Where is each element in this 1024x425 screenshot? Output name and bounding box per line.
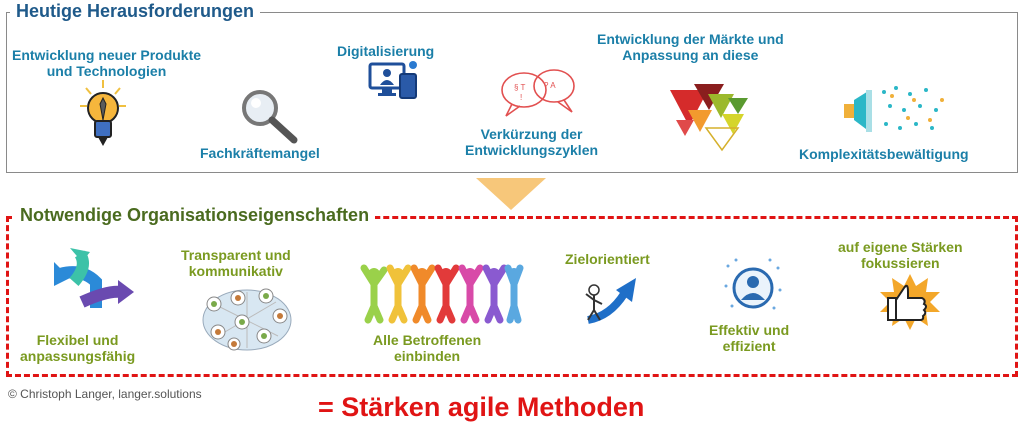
properties-title: Notwendige Organisationseigenschaften: [14, 205, 376, 226]
people-icon: [360, 264, 524, 324]
thumbs-up-icon: [880, 274, 940, 330]
property-label-involve: Alle Betroffenen einbinden: [373, 332, 482, 364]
result-heading: = Stärken agile Methoden: [318, 392, 645, 422]
challenge-label-markets: Entwicklung der Märkte und Anpassung an …: [597, 31, 784, 63]
network-globe-icon: [202, 288, 292, 351]
upward-arrow-icon: [585, 278, 636, 324]
svg-text:§ T: § T: [514, 83, 526, 92]
challenge-label-products: Entwicklung neuer Produkte und Technolog…: [12, 47, 202, 79]
challenges-title: Heutige Herausforderungen: [10, 1, 261, 22]
svg-text:? A: ? A: [544, 81, 556, 90]
challenge-label-cycles: Verkürzung der Entwicklungszyklen: [465, 126, 599, 158]
person-circle-icon: [724, 258, 782, 310]
property-label-goal: Zielorientiert: [565, 251, 650, 267]
copyright-text: © Christoph Langer, langer.solutions: [8, 387, 202, 401]
challenge-label-skills: Fachkräftemangel: [200, 145, 320, 161]
property-label-flexible: Flexibel und anpassungsfähig: [20, 332, 136, 364]
magnifier-icon: [242, 90, 298, 144]
arrows-icon: [54, 248, 134, 308]
property-label-strengths: auf eigene Stärken fokussieren: [838, 239, 963, 271]
challenges-box: [6, 12, 1018, 173]
speech-bubbles-icon: § T ? A!: [501, 69, 575, 117]
property-label-effective: Effektiv und effizient: [709, 322, 790, 354]
property-label-transparent: Transparent und kommunikativ: [181, 247, 291, 279]
lightbulb-icon: [80, 80, 126, 146]
challenge-label-digital: Digitalisierung: [337, 43, 435, 59]
challenge-label-complexity: Komplexitätsbewältigung: [799, 146, 969, 162]
svg-text:!: !: [520, 93, 522, 102]
triangles-icon: [670, 84, 748, 152]
down-arrow-icon: [476, 178, 546, 210]
properties-box: [6, 216, 1018, 377]
digital-devices-icon: [368, 61, 417, 99]
megaphone-icon: [844, 86, 944, 132]
